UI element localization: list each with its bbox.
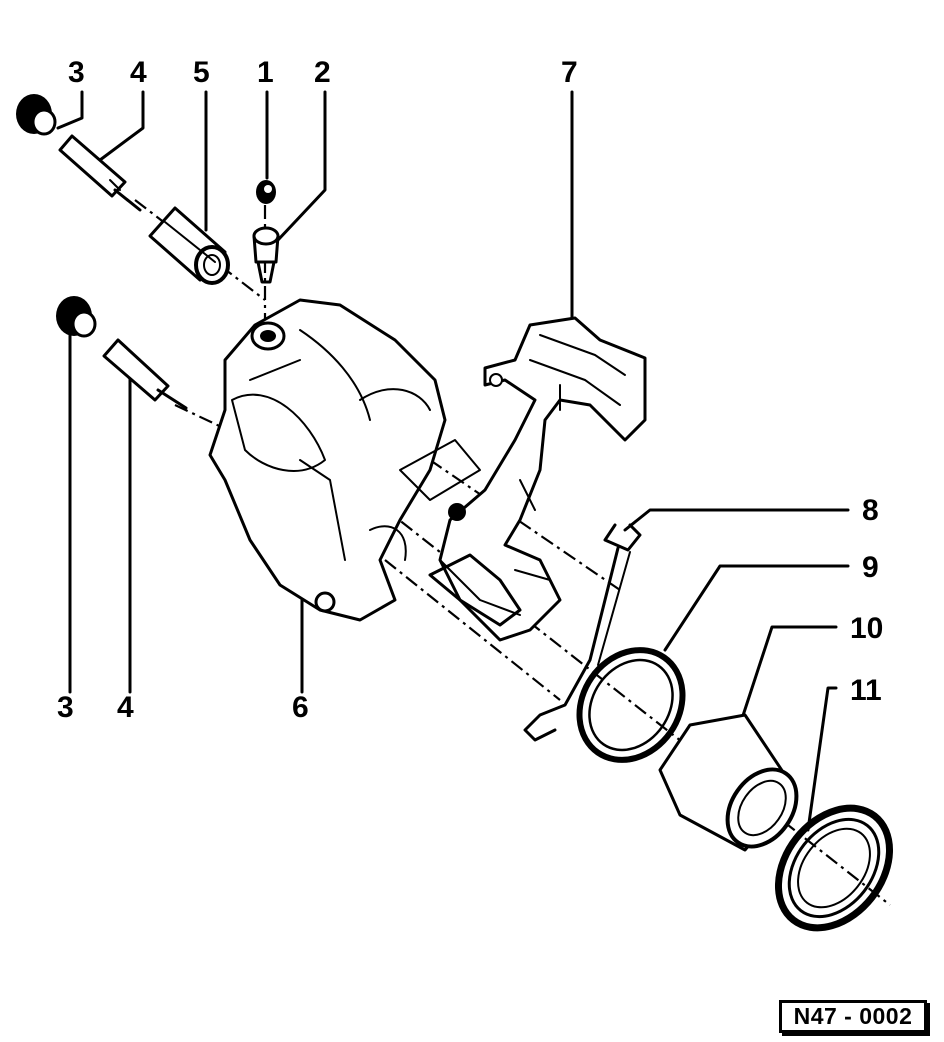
callout-4-top: 4 [130, 56, 147, 89]
pin-cap-top [16, 94, 57, 136]
bleeder-valve [252, 226, 280, 284]
callout-7: 7 [561, 56, 578, 89]
callout-10: 10 [850, 612, 883, 645]
carrier-bracket [428, 316, 647, 642]
guide-pin-top [58, 134, 142, 212]
callout-11: 11 [850, 674, 882, 707]
callout-2: 2 [314, 56, 331, 89]
reference-code-label: N47 - 0002 [779, 1000, 927, 1033]
retaining-spring [523, 523, 642, 742]
guide-bushing [148, 206, 230, 285]
bleeder-cap [256, 180, 276, 204]
callout-9: 9 [862, 551, 879, 584]
piston-seal-ring [576, 647, 686, 763]
dust-boot [774, 804, 894, 932]
callout-5: 5 [193, 56, 210, 89]
piston [658, 713, 799, 852]
caliper-housing [208, 298, 481, 622]
callout-3-top: 3 [68, 56, 85, 89]
callout-6: 6 [292, 691, 309, 724]
callout-8: 8 [862, 494, 879, 527]
callout-1: 1 [257, 56, 274, 89]
callout-3-bottom: 3 [57, 691, 74, 724]
pin-cap-bottom [56, 296, 97, 338]
callout-4-bottom: 4 [117, 691, 134, 724]
guide-pin-bottom [102, 338, 188, 410]
